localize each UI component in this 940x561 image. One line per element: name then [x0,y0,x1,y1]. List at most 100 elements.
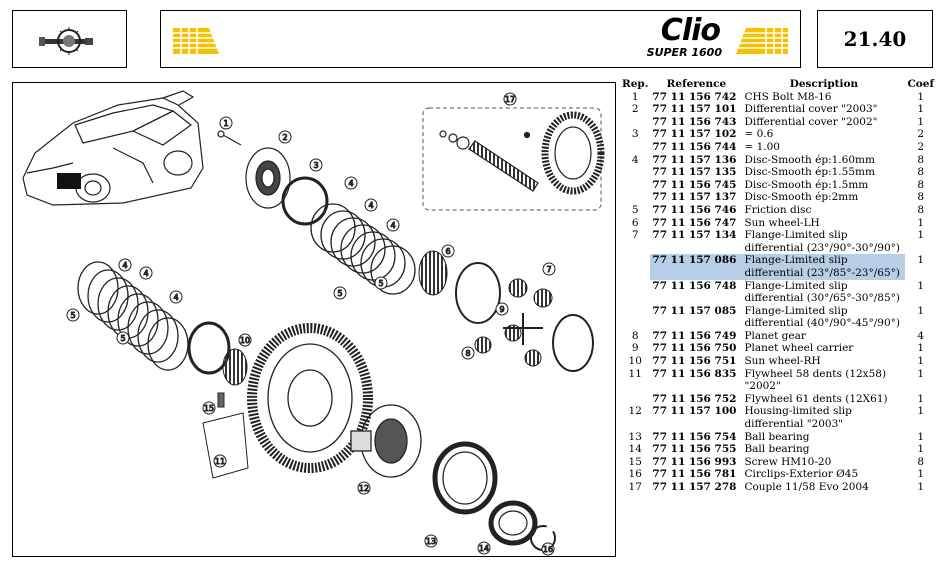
callout-4a: 4 [348,179,353,188]
description-cell: Flange-Limited slip differential (23°/90… [744,229,900,254]
coef-cell: 4 [917,329,925,342]
coef-cell: 1 [917,115,925,128]
callout-13: 13 [426,537,436,546]
callout-4e: 4 [143,269,148,278]
sun-wheel-lh [418,250,448,296]
description-cell: Ball bearing [744,430,810,443]
reference-cell: 77 11 156 742 [652,90,737,103]
callout-12: 12 [359,484,369,493]
reference-cell: 77 11 156 749 [652,329,737,342]
coef-cell: 8 [917,203,925,216]
bearing-13 [432,441,498,515]
reference-cell: 77 11 157 085 [652,304,737,317]
rep-cell [620,166,650,179]
description-cell: Sun wheel-RH [744,355,821,368]
coef-cell: 1 [917,355,925,368]
sun-wheel-rh [222,348,248,386]
callout-5d: 5 [120,334,125,343]
thumbnail-box [12,10,127,68]
reference-cell: 77 11 157 100 [652,405,737,418]
coef-cell: 8 [917,191,925,204]
stripe-logo-left-icon [173,28,219,54]
rep-cell [620,179,650,192]
description-cell: CHS Bolt M8-16 [744,90,832,103]
engine-bay-highlight [57,173,81,189]
rep-cell: 15 [628,455,642,468]
coef-cell: 1 [917,216,925,229]
shim-washer [281,176,329,226]
differential-thumbnail-icon [39,27,93,55]
coef-cell: 8 [917,166,925,179]
coef-cell: 1 [917,481,925,493]
rep-cell: 13 [628,430,642,443]
rep-cell [620,305,650,330]
coef-cell: 1 [917,342,925,355]
reference-cell: 77 11 157 086 [650,254,743,280]
housing [350,404,422,478]
coef-cell: 2 [917,140,925,153]
exploded-diagram: 1 2 3 4 4 4 4 4 4 5 5 5 5 6 7 8 9 10 11 … [12,82,616,557]
description-cell: = 0.6 [744,128,774,141]
reference-cell: 77 11 156 781 [652,468,737,481]
coef-cell: 8 [917,455,925,468]
shim-lower [187,321,231,375]
flange-rh [552,314,594,372]
reference-cell: 77 11 157 134 [652,229,737,242]
coef-cell: 1 [917,103,925,116]
table-row[interactable]: 7 77 11 157 134 Flange-Limited slip differ… [620,229,936,254]
coef-cell: 8 [917,178,925,191]
rep-cell: 6 [631,216,639,229]
rep-cell: 16 [628,468,642,481]
description-cell: Friction disc [744,203,812,216]
description-cell: Disc-Smooth ép:1.60mm [744,153,875,166]
callout-4b: 4 [368,201,373,210]
description-cell: Disc-Smooth ép:1.55mm [744,166,875,179]
flange [455,262,501,324]
kit-outline [422,107,602,211]
description-cell: = 1.00 [744,140,780,153]
crown-wheel [541,111,605,195]
screws [217,392,225,408]
description-cell: Planet gear [744,329,806,342]
reference-cell: 77 11 156 748 [652,279,737,292]
table-row[interactable]: 16 77 11 156 781 Circlips-Exterior Ø45 1 [620,468,936,481]
reference-cell: 77 11 156 835 [652,367,737,380]
coef-cell: 1 [917,468,925,481]
callout-7: 7 [546,265,551,274]
rep-cell: 7 [631,229,639,242]
upper-disc-stack [310,203,416,295]
rep-cell [620,254,650,279]
header-title-box: Clio SUPER 1600 [160,10,801,68]
brand-name: Clio [660,13,721,48]
rep-cell: 11 [628,367,642,380]
rep-cell [620,191,650,204]
coef-cell: 1 [917,367,925,380]
description-cell: Circlips-Exterior Ø45 [744,468,859,481]
coef-cell: 1 [917,443,925,456]
